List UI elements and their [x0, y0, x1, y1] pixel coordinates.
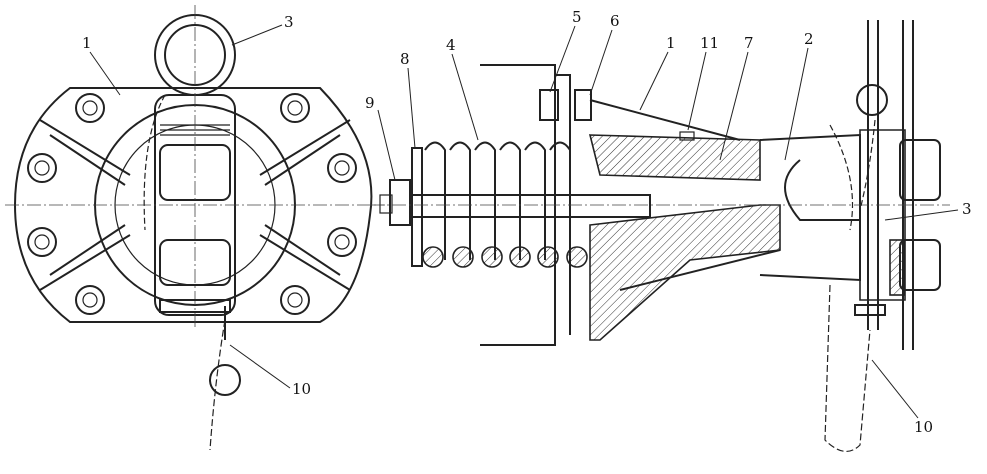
- label-1-right: 1: [666, 34, 676, 52]
- label-5: 5: [572, 8, 582, 26]
- label-10-right: 10: [914, 418, 933, 436]
- spring: [411, 141, 588, 268]
- label-7: 7: [744, 34, 754, 52]
- label-11: 11: [700, 34, 719, 52]
- label-3-left: 3: [284, 13, 294, 31]
- label-1-left: 1: [82, 34, 92, 52]
- side-section-view: [370, 20, 950, 452]
- label-10-left: 10: [292, 380, 311, 398]
- label-9: 9: [365, 94, 375, 112]
- label-8: 8: [400, 50, 410, 68]
- label-6: 6: [610, 12, 620, 30]
- label-4: 4: [446, 36, 456, 54]
- label-3-right: 3: [962, 200, 972, 218]
- bolt-holes: [27, 93, 357, 315]
- front-view: [5, 5, 385, 451]
- label-2: 2: [804, 30, 814, 48]
